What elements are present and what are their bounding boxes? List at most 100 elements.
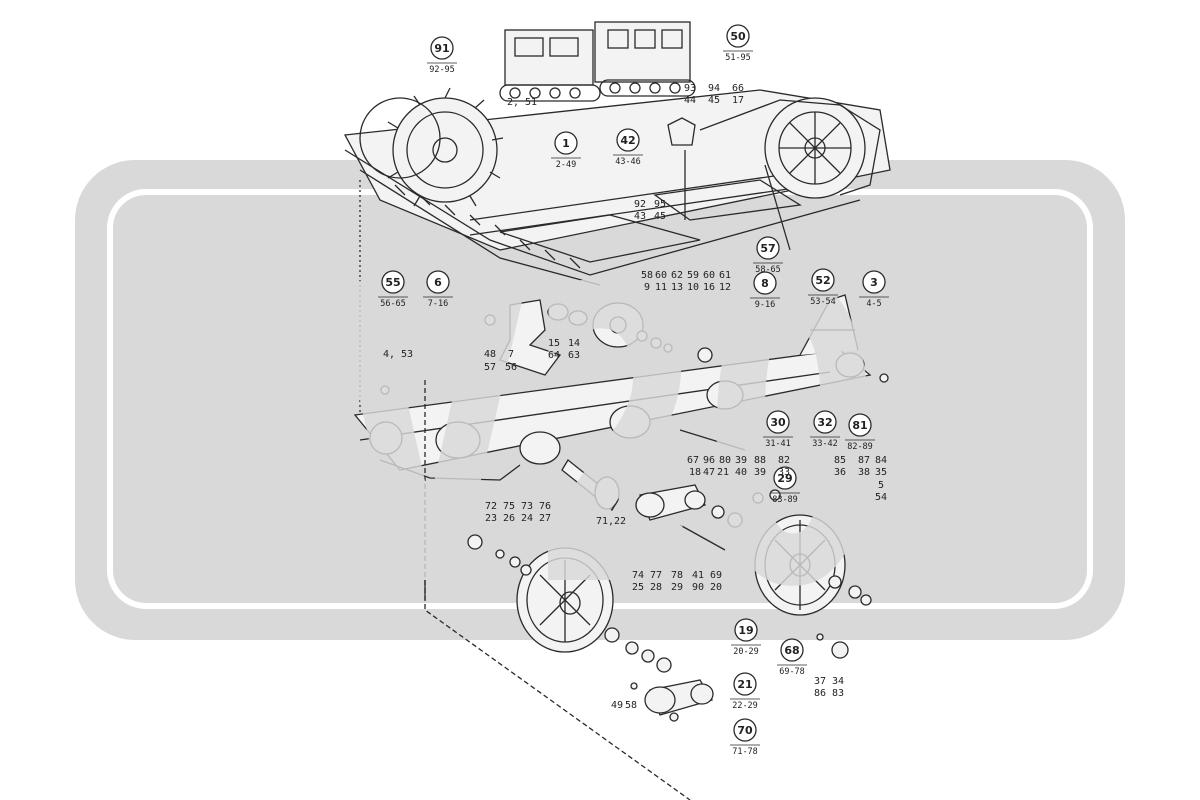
ref-range: 51-95	[725, 53, 751, 63]
part-label: 69	[710, 570, 722, 581]
part-label: 11	[655, 282, 667, 293]
part-label: 66	[732, 83, 744, 94]
ref-circle	[813, 410, 837, 434]
bracket-assembly	[484, 299, 713, 376]
part-label: 96	[703, 455, 715, 466]
part-label: 71,22	[596, 516, 626, 527]
part-label: 49	[611, 700, 623, 711]
part-label: 40	[735, 467, 747, 478]
ref-circle	[766, 410, 790, 434]
ref-range: 58-65	[755, 265, 781, 275]
part-label: 59	[687, 270, 699, 281]
part-label: 85	[834, 455, 846, 466]
road-wheel-left	[516, 547, 614, 653]
part-label: 25	[632, 582, 644, 593]
part-label: 21	[717, 467, 729, 478]
lower-arm	[630, 679, 714, 722]
ref-range: 20-29	[733, 647, 759, 657]
part-label: 67	[687, 455, 699, 466]
ref-number: 1	[562, 137, 570, 150]
ref-range: 7-16	[428, 299, 448, 309]
part-label: 95	[654, 199, 666, 210]
ref-circle	[616, 128, 640, 152]
part-label: 12	[719, 282, 731, 293]
ref-number: 29	[777, 472, 792, 485]
vehicle-thumbnail	[499, 21, 696, 102]
ref-range: 43-46	[615, 157, 641, 167]
part-label: 44	[684, 95, 696, 106]
ref-number: 42	[620, 134, 635, 147]
part-label: 92	[634, 199, 646, 210]
circled-ref-10: 30 31-41	[763, 410, 793, 449]
part-label: 45	[708, 95, 720, 106]
part-label: 60	[703, 270, 715, 281]
ref-circle	[430, 36, 454, 60]
part-label: 47	[703, 467, 715, 478]
circled-ref-3: 50 51-95	[723, 24, 753, 63]
part-label: 28	[650, 582, 662, 593]
ref-range: 33-42	[812, 439, 838, 449]
part-label: 17	[732, 95, 744, 106]
part-label: 18	[689, 467, 701, 478]
part-label: 60	[655, 270, 667, 281]
ref-circle	[734, 618, 758, 642]
ref-number: 55	[385, 276, 400, 289]
ref-range: 83-89	[772, 495, 798, 505]
circled-ref-5: 67-16	[423, 270, 453, 309]
part-label: 75	[503, 501, 515, 512]
circled-reference-badges: 9192-9512-494243-465051-955556-6567-1657…	[378, 24, 889, 757]
part-label: 86	[814, 688, 826, 699]
part-label: 61	[719, 270, 731, 281]
part-label: 84	[875, 455, 887, 466]
part-label: 93	[684, 83, 696, 94]
ref-circle	[733, 672, 757, 696]
part-label: 20	[710, 582, 722, 593]
ref-range: 92-95	[429, 65, 455, 75]
part-label: 82	[778, 455, 790, 466]
part-label: 33	[778, 467, 790, 478]
ref-circle	[756, 236, 780, 260]
ref-circle	[726, 24, 750, 48]
ref-number: 30	[770, 416, 786, 429]
part-label: 23	[485, 513, 497, 524]
ref-range: 2-49	[556, 160, 576, 170]
part-label: 27	[539, 513, 551, 524]
part-label: 45	[654, 211, 666, 222]
part-label: 39	[735, 455, 747, 466]
part-label: 54	[875, 492, 887, 503]
ref-range: 82-89	[847, 442, 873, 452]
part-label: 64	[548, 350, 560, 361]
part-label: 37	[814, 676, 826, 687]
ref-number: 21	[737, 678, 752, 691]
part-label: 62	[671, 270, 683, 281]
ref-range: 31-41	[765, 439, 791, 449]
ref-circle	[862, 270, 886, 294]
part-label: 57	[484, 362, 496, 373]
circled-ref-13: 29 83-89	[770, 466, 800, 505]
part-label: 9	[644, 282, 650, 293]
part-label: 35	[875, 467, 887, 478]
ref-number: 19	[738, 624, 753, 637]
part-label: 63	[568, 350, 580, 361]
part-label: 7	[508, 349, 514, 360]
ref-range: 4-5	[866, 299, 881, 309]
ref-number: 50	[730, 30, 746, 43]
part-label: 14	[568, 338, 580, 349]
part-label: 34	[832, 676, 844, 687]
circled-ref-7: 89-16	[750, 271, 780, 310]
part-label: 72	[485, 501, 497, 512]
suspension-beam	[353, 294, 872, 481]
circled-ref-9: 34-5	[859, 270, 889, 309]
ref-range: 53-54	[810, 297, 836, 307]
part-label: 4, 53	[383, 349, 413, 360]
part-label: 24	[521, 513, 533, 524]
watermark-text: BV206	[148, 199, 1058, 677]
ref-circle	[848, 413, 872, 437]
swing-arm	[635, 484, 781, 551]
part-label: 76	[539, 501, 551, 512]
